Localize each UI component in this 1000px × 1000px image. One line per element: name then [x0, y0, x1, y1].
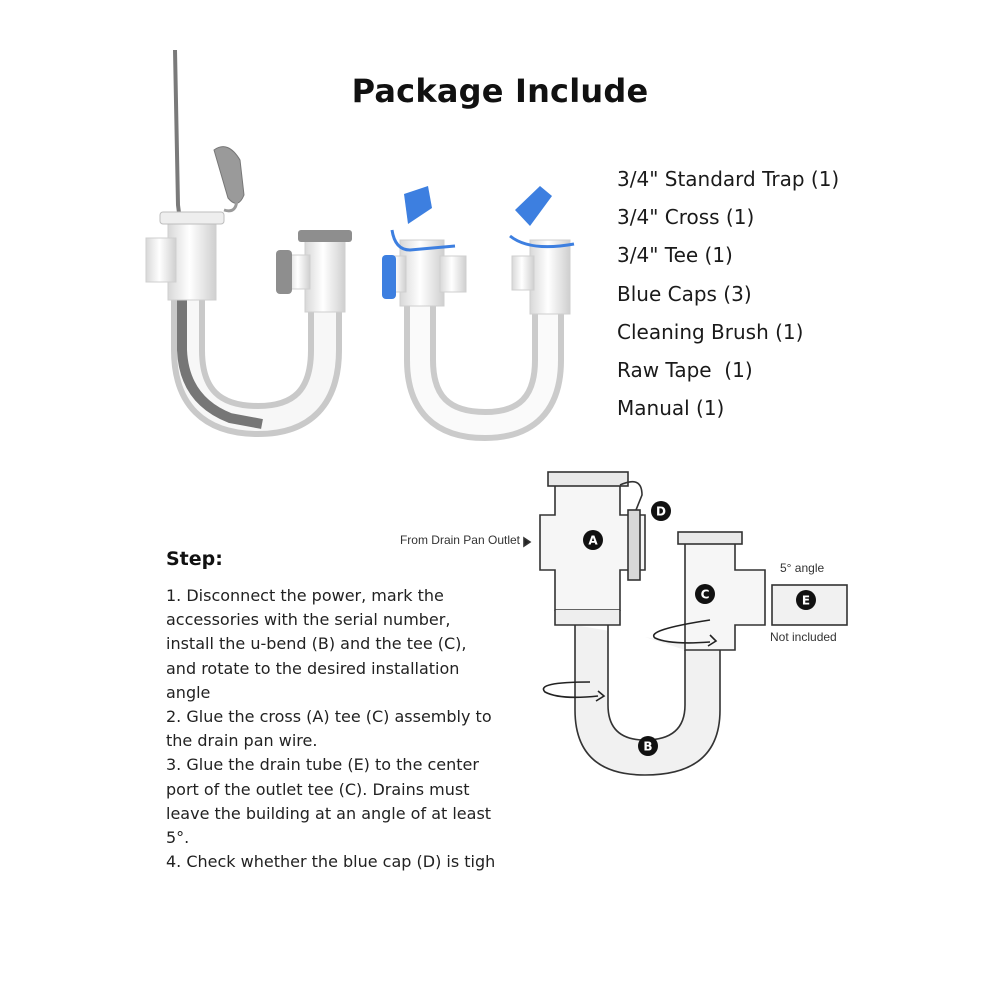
- rotation-arrow-b: [542, 681, 599, 699]
- svg-text:C: C: [701, 588, 710, 602]
- package-item: 3/4" Tee (1): [617, 243, 733, 268]
- step-item: 2. Glue the cross (A) tee (C) assembly t…: [166, 707, 492, 751]
- marker-d: D: [651, 501, 671, 521]
- blue-cap-1: [404, 186, 432, 224]
- tee-fitting-right: [529, 239, 571, 315]
- step-item: 1. Disconnect the power, mark the access…: [166, 586, 467, 702]
- svg-text:E: E: [802, 594, 810, 608]
- step-list: 1. Disconnect the power, mark the access…: [166, 584, 496, 874]
- marker-a: A: [583, 530, 603, 550]
- marker-e: E: [796, 590, 816, 610]
- tee-fitting-left: [304, 239, 346, 313]
- installation-diagram: From Drain Pan Outlet 5° angle Not inclu…: [400, 471, 848, 776]
- step-item: 4. Check whether the blue cap (D) is tig…: [166, 852, 496, 872]
- gray-cap-1: [213, 146, 245, 204]
- cap-d: [627, 509, 641, 581]
- package-item: Raw Tape (1): [617, 358, 753, 383]
- inlet-label: From Drain Pan Outlet: [400, 533, 521, 547]
- gray-cap-2: [276, 250, 292, 294]
- package-item: Manual (1): [617, 396, 725, 421]
- tee-c: [684, 539, 766, 651]
- svg-text:D: D: [656, 505, 666, 519]
- blue-cap-3: [515, 186, 552, 226]
- angle-label: 5° angle: [780, 561, 824, 575]
- page-title: Package Include: [351, 72, 649, 110]
- package-item: Blue Caps (3): [617, 281, 752, 306]
- blue-cap-2: [382, 255, 396, 299]
- marker-c: C: [695, 584, 715, 604]
- product-illustration: [145, 49, 575, 442]
- package-item: 3/4" Cross (1): [617, 205, 755, 230]
- marker-b: B: [638, 736, 658, 756]
- package-item-list: 3/4" Standard Trap (1) 3/4" Cross (1) 3/…: [617, 160, 839, 427]
- svg-text:B: B: [643, 740, 652, 754]
- svg-text:A: A: [588, 534, 598, 548]
- not-included-label: Not included: [770, 630, 837, 644]
- inlet-arrow: [523, 536, 532, 548]
- package-item: 3/4" Standard Trap (1): [617, 167, 840, 191]
- package-item: Cleaning Brush (1): [617, 319, 804, 344]
- step-item: 3. Glue the drain tube (E) to the center…: [166, 755, 492, 848]
- step-heading: Step:: [166, 548, 223, 570]
- rotation-arrow-c: [652, 619, 711, 644]
